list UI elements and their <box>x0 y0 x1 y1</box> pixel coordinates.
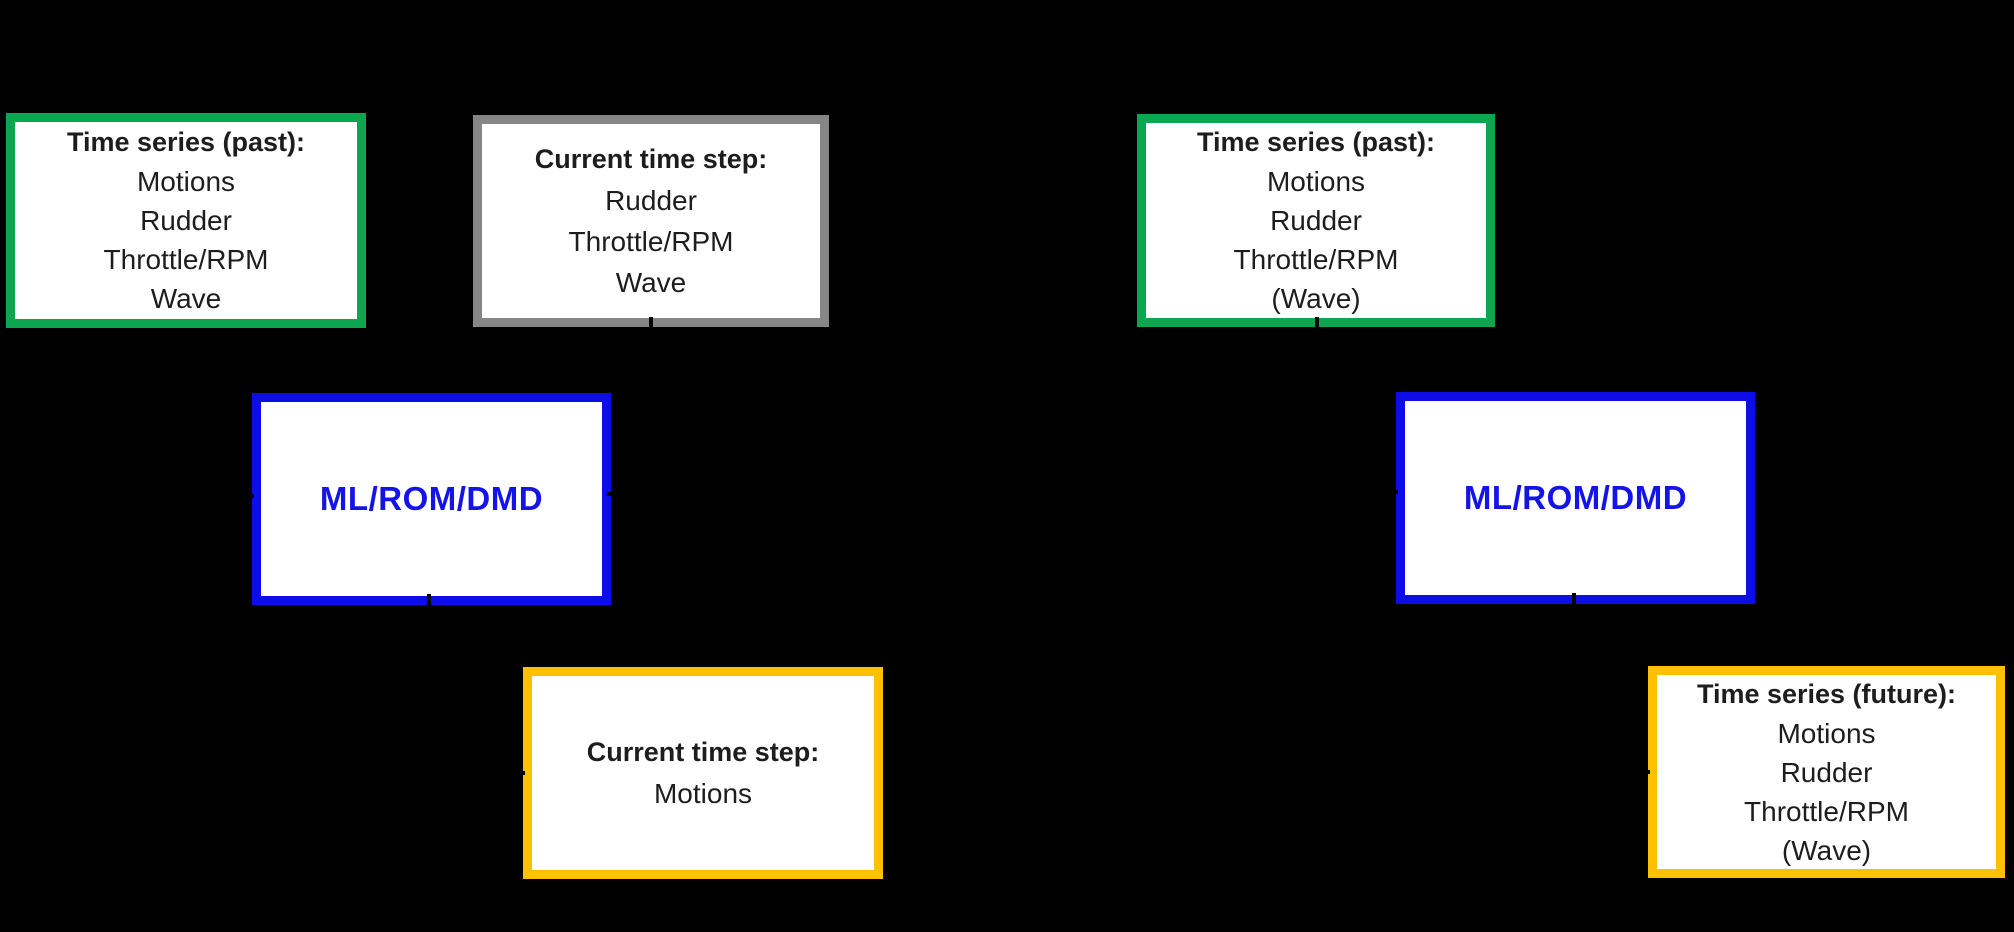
right-future-box-item: (Wave) <box>1781 834 1872 866</box>
left-current-output-title: Current time step: <box>586 737 820 767</box>
arrow-stub <box>1392 490 1398 494</box>
right-future-time-series-box: Time series (future): Motions Rudder Thr… <box>1648 666 2005 878</box>
arrow-stub <box>1315 317 1319 332</box>
right-past-box-item: Rudder <box>1270 205 1362 236</box>
right-past-box-title: Time series (past): <box>1196 127 1436 157</box>
arrow-stub <box>1572 593 1576 606</box>
left-current-output-box: Current time step: Motions <box>523 667 883 879</box>
right-future-box-item: Throttle/RPM <box>1744 795 1909 827</box>
arrow-stub <box>1644 770 1650 774</box>
arrow-stub <box>427 594 431 607</box>
arrow-stub <box>607 492 615 496</box>
right-model-label: ML/ROM/DMD <box>1463 479 1688 516</box>
left-current-inputs-item: Wave <box>615 267 687 298</box>
left-model-label: ML/ROM/DMD <box>319 480 544 517</box>
right-past-time-series-box: Time series (past): Motions Rudder Throt… <box>1137 114 1495 327</box>
left-current-inputs-item: Rudder <box>605 185 697 216</box>
left-past-time-series-box: Time series (past): Motions Rudder Throt… <box>6 113 366 328</box>
left-past-box-item: Motions <box>136 166 236 197</box>
left-model-box: ML/ROM/DMD <box>252 393 611 605</box>
arrow-stub <box>519 771 525 775</box>
right-future-box-item: Motions <box>1777 717 1876 749</box>
arrow-stub <box>248 494 254 498</box>
left-past-box-item: Throttle/RPM <box>103 244 269 275</box>
left-current-output-item: Motions <box>653 778 753 809</box>
left-current-inputs-item: Throttle/RPM <box>568 226 734 257</box>
arrow-stub <box>649 317 653 332</box>
right-past-box-item: (Wave) <box>1271 283 1361 314</box>
right-future-box-item: Rudder <box>1780 756 1873 788</box>
left-current-inputs-box: Current time step: Rudder Throttle/RPM W… <box>473 115 829 327</box>
left-past-box-item: Rudder <box>140 205 232 236</box>
right-future-box-title: Time series (future): <box>1696 678 1957 709</box>
left-past-box-title: Time series (past): <box>66 127 306 157</box>
right-past-box-item: Throttle/RPM <box>1233 244 1399 275</box>
right-past-box-item: Motions <box>1266 166 1366 197</box>
right-model-box: ML/ROM/DMD <box>1396 392 1755 604</box>
left-past-box-item: Wave <box>150 283 222 314</box>
left-current-inputs-title: Current time step: <box>534 144 768 174</box>
